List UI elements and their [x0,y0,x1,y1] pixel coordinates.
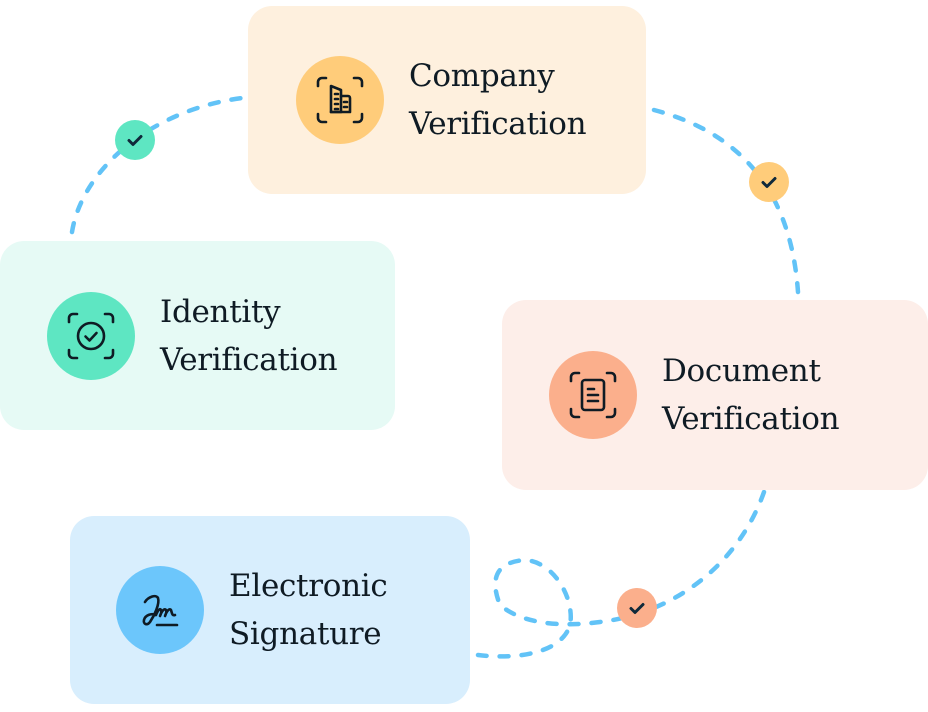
signature-icon [142,594,179,627]
step-title-line2: Verification [409,106,587,142]
document-scan-icon [569,371,617,419]
step-title-line1: Company [409,58,555,94]
check-badge-identity [115,120,155,160]
building-scan-icon [316,76,364,124]
path-identity-to-company [69,95,245,235]
company-icon-circle [296,56,384,144]
step-card-document-verification: Document Verification [502,300,928,490]
check-badge-document [617,588,657,628]
signature-icon-circle [116,566,204,654]
document-icon-circle [549,351,637,439]
step-card-electronic-signature: Electronic Signature [70,516,470,704]
step-title-line1: Identity [160,293,281,330]
checkmark-icon [127,135,143,146]
check-badge-company [749,162,789,202]
checkmark-icon [761,177,777,188]
identity-icon-circle [47,291,135,380]
step-card-company-verification: Company Verification [248,6,646,194]
path-company-to-document [651,107,801,295]
checkmark-icon [629,603,645,614]
electronic-signature-label: Electronic Signature [229,562,388,658]
face-check-scan-icon [67,312,115,359]
identity-verification-label: Identity Verification [160,288,338,384]
step-card-identity-verification: Identity Verification [0,241,395,430]
step-title-line2: Verification [160,341,338,378]
step-title-line1: Document [662,353,821,389]
step-title-line1: Electronic [229,568,388,604]
document-verification-label: Document Verification [662,347,840,443]
step-title-line2: Verification [662,401,840,437]
path-document-to-signature [475,489,767,659]
company-verification-label: Company Verification [409,52,587,148]
step-title-line2: Signature [229,616,382,652]
